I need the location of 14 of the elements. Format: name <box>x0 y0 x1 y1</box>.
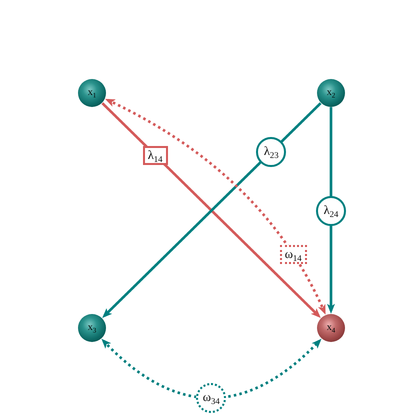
sphere-node <box>317 314 345 342</box>
node-label: x$_{4}$ <box>326 323 336 333</box>
edge-label: ω$_{14}$ <box>280 244 307 264</box>
node-label: x$_{3}$ <box>88 323 96 333</box>
node-label: x$_{2}$ <box>326 88 336 98</box>
edge-label: λ$_{24}$ <box>316 196 346 226</box>
sphere-node <box>78 314 106 342</box>
node-label: x$_{1}$ <box>88 88 96 98</box>
sphere-node <box>78 79 106 107</box>
sphere-node <box>317 79 345 107</box>
edge-label: λ$_{23}$ <box>256 136 286 167</box>
dotted-arrow <box>101 338 322 400</box>
edge-label: λ$_{14}$ <box>142 146 168 165</box>
edge-label: ω$_{34}$ <box>196 383 226 413</box>
